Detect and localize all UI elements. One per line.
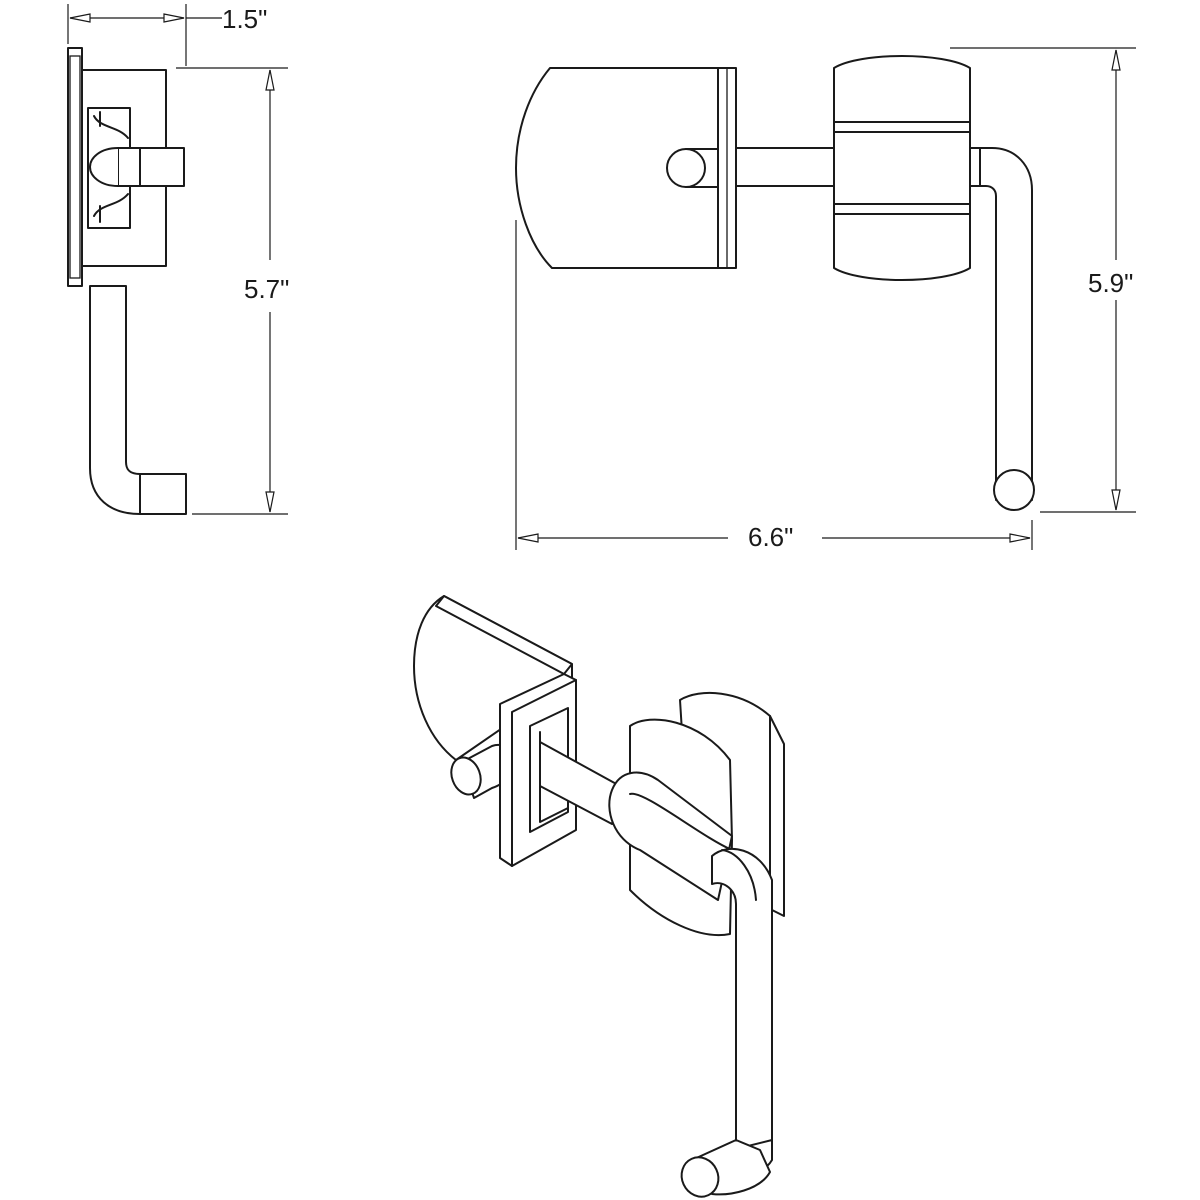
iso-peg <box>450 756 482 796</box>
dim-depth-label: 1.5" <box>222 4 267 34</box>
isometric-view <box>413 595 785 1198</box>
iso-sleeve <box>608 771 733 901</box>
dim-front-height-label: 5.9" <box>1088 268 1133 298</box>
front-peg <box>666 148 706 188</box>
dim-side-height-label: 5.7" <box>244 274 289 304</box>
side-shaft-end <box>117 147 185 187</box>
front-right-plate <box>833 55 971 281</box>
front-left-plate <box>515 67 723 269</box>
side-view: 1.5" 5.7" <box>67 4 289 515</box>
iso-shaft <box>539 741 621 825</box>
front-view: 5.9" 6.6" <box>515 47 1136 552</box>
side-rod <box>89 285 187 515</box>
front-l-rod <box>969 147 1033 501</box>
dim-width-label: 6.6" <box>748 522 793 552</box>
iso-rod-end <box>680 1156 720 1198</box>
front-rod-end <box>993 469 1035 511</box>
iso-left-plate <box>413 595 573 761</box>
front-shaft <box>735 147 835 187</box>
